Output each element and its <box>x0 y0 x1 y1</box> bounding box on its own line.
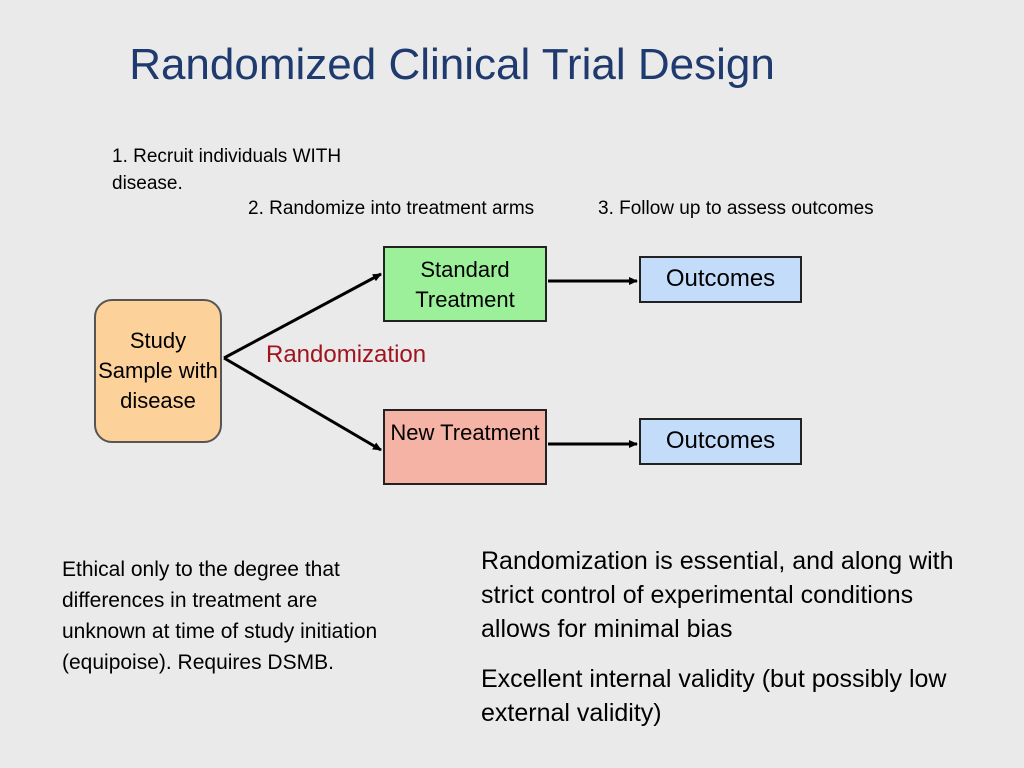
outcomes-standard-label: Outcomes <box>665 265 776 292</box>
notes-right: Randomization is essential, and along wi… <box>481 544 981 746</box>
new-treatment-label: New Treatment <box>390 420 540 445</box>
arrow-to-new <box>223 356 382 452</box>
slide-title: Randomized Clinical Trial Design <box>129 40 775 89</box>
standard-treatment-label: Standard Treatment <box>415 257 515 312</box>
outcomes-new-label: Outcomes <box>665 427 776 454</box>
standard-treatment-box: Standard Treatment <box>383 246 547 322</box>
ethics-note: Ethical only to the degree that differen… <box>62 558 378 674</box>
step-follow-up: 3. Follow up to assess outcomes <box>598 198 874 219</box>
randomization-label: Randomization <box>266 341 427 368</box>
step-recruit: 1. Recruit individuals WITH disease. <box>112 146 342 194</box>
outcomes-new-box: Outcomes <box>639 418 802 465</box>
step-randomize: 2. Randomize into treatment arms <box>248 198 535 219</box>
outcomes-standard-box: Outcomes <box>639 256 802 303</box>
study-sample-box: Study Sample with disease <box>94 299 222 443</box>
bias-note: Randomization is essential, and along wi… <box>481 547 954 643</box>
study-sample-label: Study Sample with disease <box>98 328 218 413</box>
arrow-to-standard <box>223 272 382 360</box>
validity-note: Excellent internal validity (but possibl… <box>481 665 947 727</box>
new-treatment-box: New Treatment <box>383 409 547 485</box>
